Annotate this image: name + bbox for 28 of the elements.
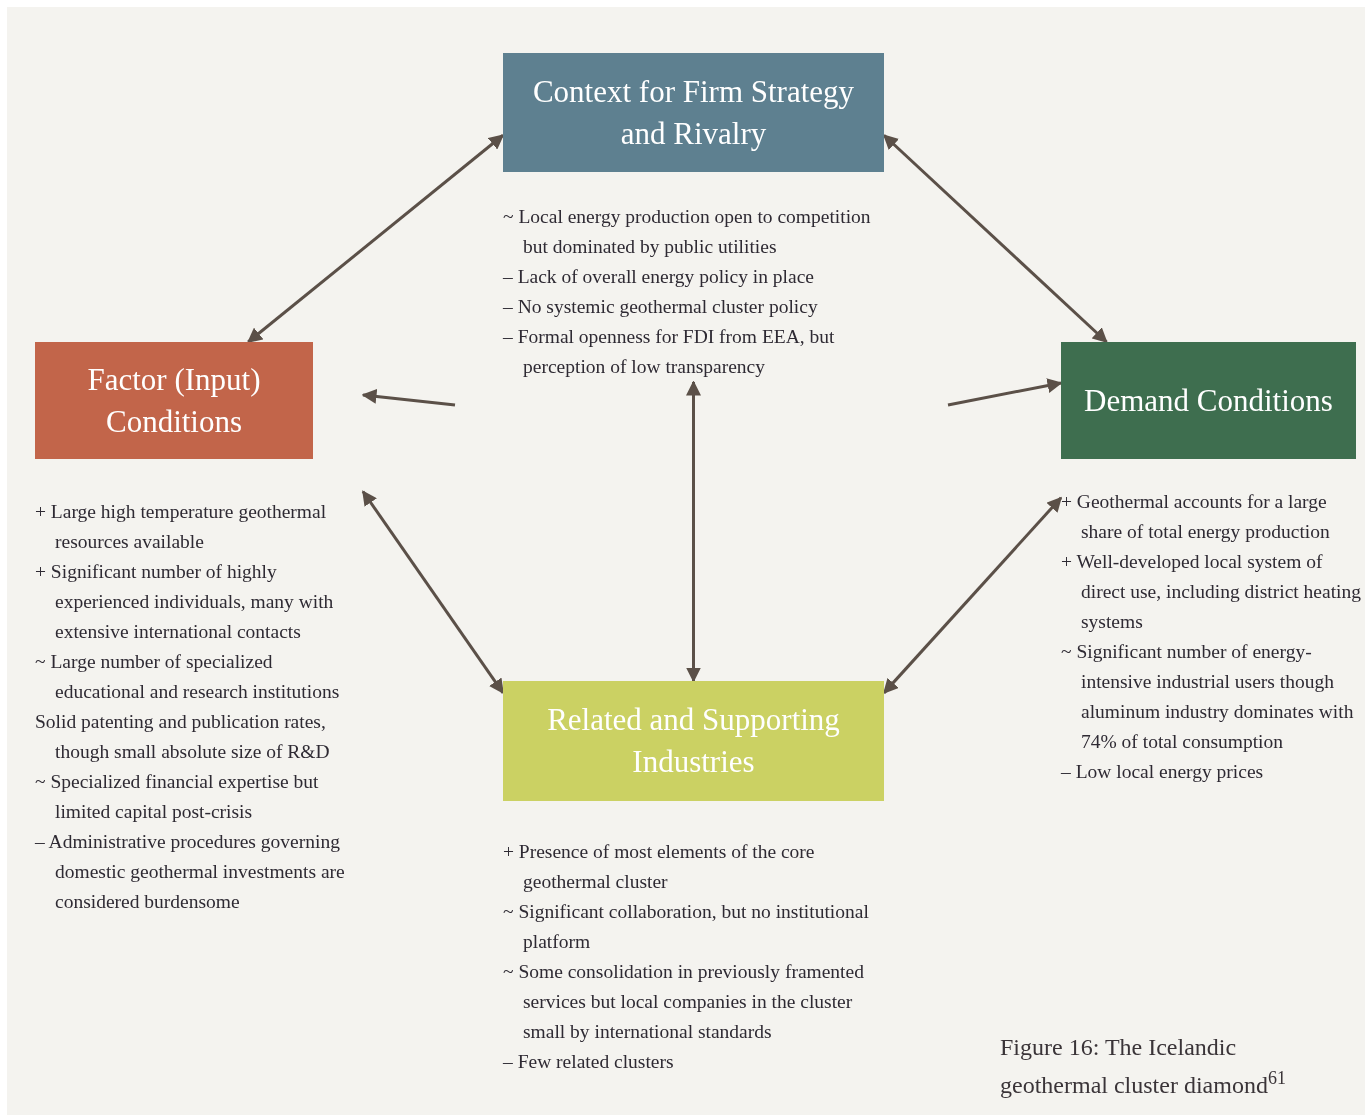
bullet-text: + Geothermal accounts for a large share of total energy production (1061, 490, 1331, 544)
bullet-text: + Well-developed local system of direct use, including district heating systems (1061, 550, 1362, 634)
bullet-text: – No systemic geothermal cluster policy (503, 295, 819, 319)
bullet-text: + Presence of most elements of the core geothermal cluster (503, 840, 816, 894)
bullet-text: + Large high temperature geothermal resources available (35, 500, 328, 554)
bullet-text: ~ Significant collaboration, but no institutional platform (503, 900, 870, 954)
bullet-text: – Few related clusters (503, 1050, 675, 1074)
bullet-text: ~ Large number of specialized educational and research institutions (35, 650, 341, 704)
bullet-text: ~ Local energy production open to competition but dominated by public utilities (503, 205, 872, 259)
bullet-text: ~ Specialized financial expertise but limited capital post-crisis (35, 770, 320, 824)
bullet-text: – Lack of overall energy policy in place (503, 265, 815, 289)
bullet-text: ~ Some consolidation in previously framented services but local companies in the cluster small by international standards (503, 960, 865, 1044)
figure-caption: Figure 16: The Icelandic geothermal cluster diamond$^{61}$ (1000, 1033, 1287, 1100)
category-box: Related and Supporting Industries (503, 681, 884, 801)
double-arrow (361, 490, 505, 695)
double-arrow (686, 380, 701, 683)
bullet-text: – Low local energy prices (1061, 760, 1265, 784)
double-arrow (947, 378, 1063, 407)
double-arrow (361, 388, 456, 407)
category-box: Demand Conditions (1061, 342, 1356, 459)
bullet-text: + Significant number of highly experienced individuals, many with extensive international contacts (35, 560, 335, 644)
category-box: Context for Firm Strategy and Rivalry (503, 53, 884, 172)
bullet-text: – Administrative procedures governing domestic geothermal investments are considered burdensome (35, 830, 346, 914)
bullet-text: Solid patenting and publication rates, though small absolute size of R&D (35, 710, 331, 764)
bullet-text: ~ Significant number of energy-intensive industrial users though aluminum industry dominates with 74% of total consumption (1061, 640, 1355, 754)
bullet-text: – Formal openness for FDI from EEA, but perception of low transparency (503, 325, 836, 379)
double-arrow (247, 134, 505, 344)
category-box: Factor (Input) Conditions (35, 342, 313, 459)
